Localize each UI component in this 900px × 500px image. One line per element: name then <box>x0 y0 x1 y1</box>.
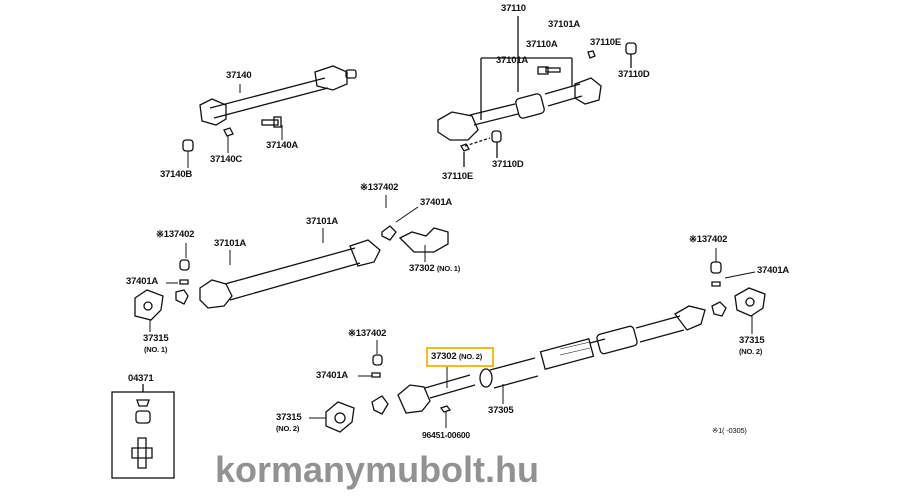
label-96451-00600[interactable]: 96451-00600 <box>422 430 470 440</box>
shaft-37140 <box>199 65 357 126</box>
label-37110d[interactable]: 37110D <box>618 69 650 80</box>
part-number: 37302 <box>409 263 435 274</box>
label-37302-no2[interactable]: 37302 (NO. 2) <box>431 352 482 362</box>
label-37315-no1-variant: (NO. 1) <box>144 345 168 354</box>
label-37305[interactable]: 37305 <box>488 405 514 416</box>
label-37315-no2-right-variant: (NO. 2) <box>739 347 763 356</box>
leader-lines <box>149 84 756 428</box>
label-137402[interactable]: ※137402 <box>156 229 195 240</box>
label-37401a[interactable]: 37401A <box>316 370 349 381</box>
label-37140a[interactable]: 37140A <box>266 140 299 151</box>
highlight-box-37302-no2 <box>426 347 494 367</box>
label-37101a[interactable]: 37101A <box>214 238 247 249</box>
label-37140b[interactable]: 37140B <box>160 169 193 180</box>
label-37110e[interactable]: 37110E <box>590 37 622 48</box>
label-37401a[interactable]: 37401A <box>126 276 159 287</box>
label-37110e[interactable]: 37110E <box>442 171 474 182</box>
part-variant: (NO. 2) <box>458 352 483 361</box>
label-37101a[interactable]: 37101A <box>496 55 529 66</box>
fasteners-37110 <box>460 42 637 167</box>
label-37315-no2-variant: (NO. 2) <box>276 424 300 433</box>
label-37101a[interactable]: 37101A <box>306 216 339 227</box>
shaft-lower <box>325 305 706 433</box>
part-variant: (NO. 1) <box>436 264 461 273</box>
label-37315-no2-right[interactable]: 37315 <box>739 335 765 346</box>
label-137402[interactable]: ※137402 <box>360 182 399 193</box>
label-37101a[interactable]: 37101A <box>548 19 581 30</box>
ujoint-right <box>710 261 766 317</box>
kit-04371-box <box>111 384 175 479</box>
label-37315-no2[interactable]: 37315 <box>276 412 302 423</box>
shaft-main <box>199 225 449 309</box>
label-137402[interactable]: ※137402 <box>348 328 387 339</box>
label-37315-no1[interactable]: 37315 <box>143 333 169 344</box>
label-04371[interactable]: 04371 <box>128 373 154 384</box>
footnote: ※1( -0305) <box>712 426 747 435</box>
label-37140[interactable]: 37140 <box>226 70 252 81</box>
label-37110[interactable]: 37110 <box>501 3 526 14</box>
ujoint-left <box>134 259 190 321</box>
shaft-37110 <box>437 16 602 141</box>
label-37401a[interactable]: 37401A <box>757 265 790 276</box>
label-37140c[interactable]: 37140C <box>210 154 243 165</box>
part-number: 37302 <box>431 351 457 362</box>
label-37110a[interactable]: 37110A <box>526 39 558 50</box>
label-37302-no1[interactable]: 37302 (NO. 1) <box>409 264 460 274</box>
label-137402[interactable]: ※137402 <box>689 234 728 245</box>
label-37401a[interactable]: 37401A <box>420 197 453 208</box>
label-37110d[interactable]: 37110D <box>492 159 524 170</box>
